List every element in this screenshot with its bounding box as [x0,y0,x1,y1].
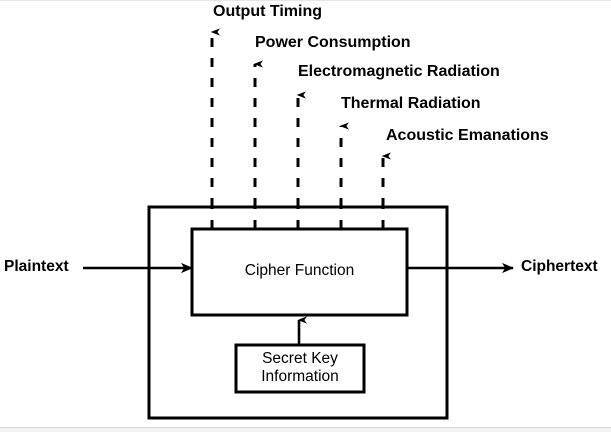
ciphertext-label: Ciphertext [521,258,598,275]
secret-key-box [234,343,366,394]
emanation-arrow-inner-segments [210,207,385,229]
bottom-edge-strip [0,427,611,432]
emanation-label-acoustic-emanations: Acoustic Emanations [386,127,549,144]
plaintext-label: Plaintext [4,258,69,275]
emanation-label-electromagnetic-radiation: Electromagnetic Radiation [298,63,500,80]
emanation-arrows-group [210,28,391,207]
emanation-label-thermal-radiation: Thermal Radiation [341,95,481,112]
cipher-function-label: Cipher Function [244,262,355,279]
secret-key-label-line1: Secret Key [262,350,338,367]
emanation-label-power-consumption: Power Consumption [255,34,411,51]
secret-key-label-line2: Information [261,368,339,385]
cipher-function-box [190,227,409,317]
emanation-label-output-timing: Output Timing [213,3,323,20]
outer-system-box [147,205,449,420]
